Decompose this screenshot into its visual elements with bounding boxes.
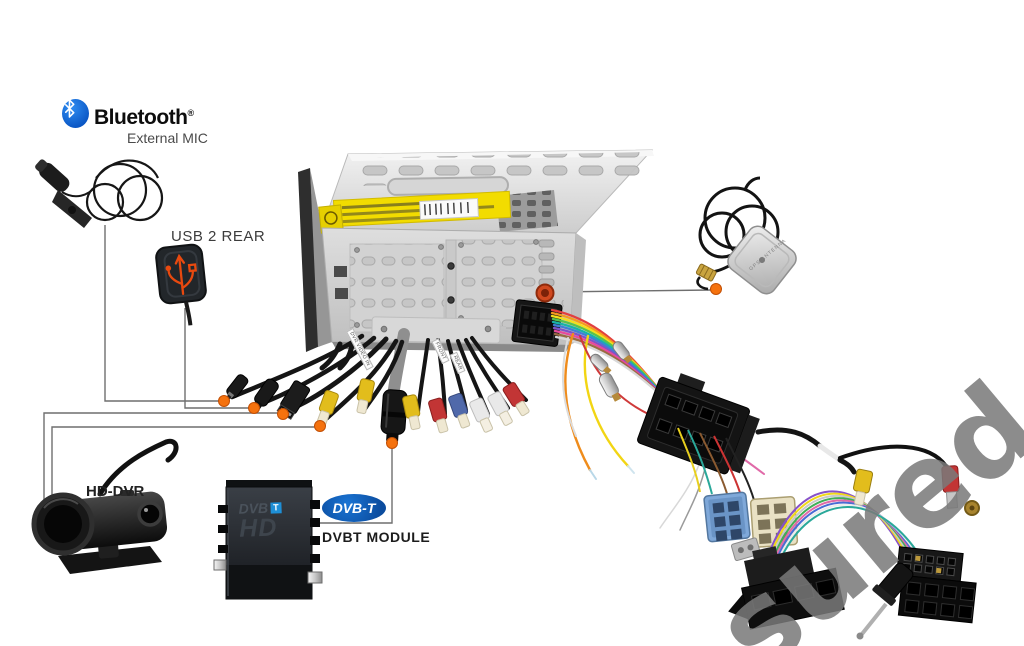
dvbt-module-label: DVBT MODULE <box>322 529 431 545</box>
rca-plug-red-1 <box>428 397 449 434</box>
rca-plug-yellow-dvr <box>316 390 339 426</box>
mini-iso-blue <box>703 491 751 543</box>
hd-dvr-camera <box>31 438 179 574</box>
quadlock-connector <box>728 546 845 630</box>
usb-rear-connector <box>155 243 207 326</box>
module-print-hd: HD <box>238 513 278 543</box>
dvbt-antenna-connector <box>380 389 408 442</box>
dvbt-logo-badge: DVB-T <box>322 494 386 522</box>
rca-plug-white-2 <box>487 391 513 426</box>
external-mic-label: External MIC <box>127 130 208 146</box>
gps-puck <box>727 225 797 295</box>
dvbt-logo-text: DVB-T <box>332 500 376 516</box>
rca-plug-red-aux <box>941 465 960 509</box>
power-harness-socket <box>511 299 563 347</box>
adapter-harness-wires <box>767 490 917 557</box>
connection-marker-dots <box>218 283 722 449</box>
usb-rear-label: USB 2 REAR <box>171 228 266 245</box>
dvbt-module-box <box>213 480 323 600</box>
mini-iso-feed-wires <box>677 427 755 501</box>
gps-antenna <box>695 176 797 295</box>
av-connectors <box>224 374 530 442</box>
head-unit <box>298 149 654 352</box>
mic-jack-plug <box>224 374 249 403</box>
bluetooth-rune-icon <box>62 99 89 128</box>
rca-plug-white-1 <box>469 397 493 433</box>
bluetooth-wordmark: Bluetooth® <box>94 106 194 129</box>
antenna-din-plug <box>856 562 914 640</box>
rca-plug-blue <box>448 393 471 429</box>
sma-connector <box>695 263 717 282</box>
bullet-terminals <box>590 341 633 402</box>
rca-plug-yellow-2 <box>356 378 375 415</box>
rca-plug-yellow-aux <box>852 468 874 506</box>
module-print: DVB T HD <box>238 500 282 543</box>
usb-trident-icon <box>165 253 197 296</box>
bluetooth-logo: Bluetooth® <box>62 99 194 132</box>
barcode-sticker <box>419 197 479 221</box>
rca-plug-yellow-3 <box>402 394 421 431</box>
aux-rca-cable <box>755 427 980 516</box>
hd-dvr-label: HD-DVR <box>86 483 145 500</box>
radio-antenna-jack <box>535 283 555 303</box>
rca-plug-red-2 <box>502 382 530 417</box>
module-print-t: T <box>269 501 282 514</box>
module-side-ports <box>218 500 320 563</box>
bluetooth-mic <box>35 159 164 228</box>
iso-connector-2 <box>896 546 977 624</box>
